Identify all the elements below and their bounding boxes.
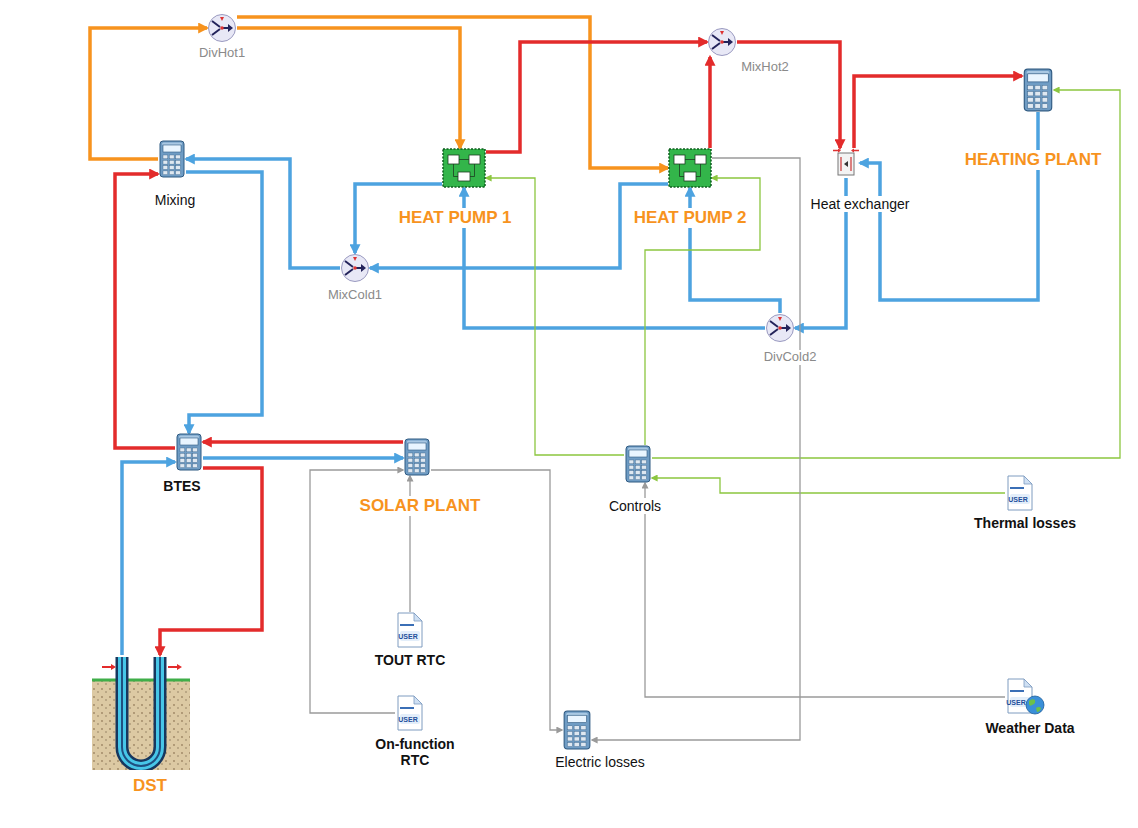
component-label: Heat exchanger — [809, 196, 912, 212]
component-icon — [668, 148, 712, 188]
icon-caption: USER — [1008, 496, 1027, 503]
component-icon — [1005, 678, 1045, 716]
data-file: On-function RTC — [395, 695, 425, 731]
pipe-line — [160, 468, 262, 655]
component-icon — [624, 445, 652, 483]
component-label: DivCold2 — [762, 350, 819, 365]
calculator-block: BTES — [175, 433, 203, 471]
pipe-line — [237, 28, 460, 148]
component-icon — [395, 695, 425, 731]
pipe-line — [186, 172, 262, 433]
component-label: DST — [131, 776, 169, 796]
pipe-line — [237, 17, 668, 168]
component-label: Mixing — [153, 192, 197, 208]
component-icon — [765, 313, 795, 343]
heat-exchanger: Heat exchanger — [832, 148, 860, 178]
pipe-line — [115, 174, 175, 448]
component-label: Weather Data — [983, 720, 1076, 736]
pipe-line — [486, 42, 707, 152]
component-icon — [92, 655, 190, 770]
component-icon — [562, 710, 592, 750]
component-label: SOLAR PLANT — [358, 496, 483, 516]
component-label: HEAT PUMP 2 — [632, 208, 749, 228]
pipe-line — [203, 440, 403, 444]
component-icon — [1005, 475, 1035, 511]
heat-pump-block: HEAT PUMP 1 — [442, 148, 486, 188]
component-icon — [1022, 68, 1054, 112]
data-file: TOUT RTC — [395, 612, 425, 648]
pipe-line — [708, 57, 712, 148]
borehole-storage: DST — [92, 655, 190, 770]
pipe-line — [370, 184, 668, 268]
component-label: On-function RTC — [367, 736, 463, 768]
calculator-block: SOLAR PLANT — [403, 438, 431, 476]
signal-line — [645, 483, 1005, 697]
icon-caption: USER — [398, 633, 417, 640]
heat-pump-block: HEAT PUMP 2 — [668, 148, 712, 188]
component-label: HEAT PUMP 1 — [397, 208, 514, 228]
component-icon — [175, 433, 203, 471]
mixer-valve: MixCold1 — [340, 253, 370, 283]
pipe-line — [203, 456, 403, 460]
signal-line — [652, 90, 1120, 458]
component-icon — [442, 148, 486, 188]
component-label: MixCold1 — [326, 288, 384, 303]
component-label: Electric losses — [553, 754, 646, 770]
calculator-block: Controls — [624, 445, 652, 483]
calculator-block: Electric losses — [562, 710, 592, 750]
mixer-valve: MixHot2 — [707, 27, 737, 57]
signal-line — [592, 158, 800, 740]
weather-file: Weather Data — [1005, 678, 1045, 716]
pipe-line — [90, 28, 207, 159]
calculator-block: Mixing — [158, 140, 186, 178]
icon-caption: USER — [398, 716, 417, 723]
pipe-line — [854, 76, 1022, 148]
component-label: TOUT RTC — [373, 652, 448, 668]
splitter-valve: DivHot1 — [207, 13, 237, 43]
component-icon — [158, 140, 186, 178]
component-icon — [832, 148, 860, 178]
component-label: HEATING PLANT — [963, 150, 1104, 170]
pipe-line — [737, 42, 840, 148]
splitter-valve: DivCold2 — [765, 313, 795, 343]
component-icon — [207, 13, 237, 43]
signal-line — [652, 478, 1005, 493]
data-file: Thermal losses — [1005, 475, 1035, 511]
component-icon — [340, 253, 370, 283]
component-label: BTES — [161, 478, 202, 494]
component-label: Controls — [607, 498, 663, 514]
component-label: DivHot1 — [197, 46, 247, 61]
icon-caption: USER — [1006, 699, 1025, 706]
component-icon — [707, 27, 737, 57]
component-icon — [395, 612, 425, 648]
component-label: MixHot2 — [739, 60, 791, 75]
component-label: Thermal losses — [972, 515, 1078, 531]
component-icon — [403, 438, 431, 476]
calculator-block: HEATING PLANT — [1022, 68, 1054, 112]
